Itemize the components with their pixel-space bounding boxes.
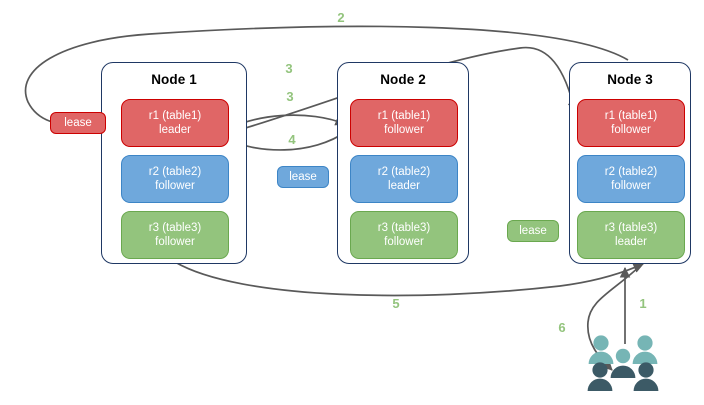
replica-name: r3 (table3) (148, 222, 202, 234)
replica-name: r1 (table1) (148, 110, 202, 122)
replica-role: follower (384, 124, 424, 136)
lease-label: lease (289, 170, 317, 183)
node-container-node1[interactable]: Node 1 r1 (table1) leader r2 (table2) fo… (101, 62, 247, 264)
replica-name: r1 (table1) (604, 110, 658, 122)
lease-badge-r3[interactable]: lease (507, 220, 559, 242)
step-label-3-node2: 3 (286, 89, 294, 104)
replica-name: r3 (table3) (604, 222, 658, 234)
replica-node2-r1[interactable]: r1 (table1) follower (350, 99, 458, 147)
replica-name: r2 (table2) (148, 166, 202, 178)
client-back-left (588, 335, 614, 364)
replica-node1-r2[interactable]: r2 (table2) follower (121, 155, 229, 203)
lease-badge-r1[interactable]: lease (50, 112, 106, 134)
replica-name: r1 (table1) (377, 110, 431, 122)
client-back-center (615, 348, 631, 364)
step-label-2: 2 (337, 10, 345, 25)
lease-label: lease (519, 224, 547, 237)
replica-role: follower (155, 236, 195, 248)
replica-name: r2 (table2) (604, 166, 658, 178)
replica-node3-r2[interactable]: r2 (table2) follower (577, 155, 685, 203)
step-label-3-node3: 3 (285, 61, 293, 76)
replica-role: follower (611, 180, 651, 192)
step-label-1: 1 (639, 296, 647, 311)
step-label-4: 4 (288, 132, 296, 147)
step-label-5: 5 (392, 296, 400, 311)
replica-node1-r3[interactable]: r3 (table3) follower (121, 211, 229, 259)
node-title-node2: Node 2 (380, 72, 426, 87)
client-front-right (633, 362, 659, 391)
arrow-step-5 (174, 261, 644, 297)
replica-role: leader (615, 236, 647, 248)
replica-role: leader (388, 180, 420, 192)
step-label-6: 6 (558, 320, 566, 335)
clients-icon (587, 335, 659, 391)
replica-node2-r2[interactable]: r2 (table2) leader (350, 155, 458, 203)
replica-node2-r3[interactable]: r3 (table3) follower (350, 211, 458, 259)
client-front-center (610, 365, 636, 378)
replica-role: leader (159, 124, 191, 136)
replica-node3-r1[interactable]: r1 (table1) follower (577, 99, 685, 147)
replica-role: follower (384, 236, 424, 248)
client-front-left (587, 362, 613, 391)
client-back-right (632, 335, 658, 364)
node-container-node2[interactable]: Node 2 r1 (table1) follower r2 (table2) … (337, 62, 469, 264)
replica-name: r3 (table3) (377, 222, 431, 234)
node-title-node1: Node 1 (151, 72, 197, 87)
replica-node1-r1[interactable]: r1 (table1) leader (121, 99, 229, 147)
replica-name: r2 (table2) (377, 166, 431, 178)
node-title-node3: Node 3 (607, 72, 653, 87)
replica-role: follower (155, 180, 195, 192)
node-container-node3[interactable]: Node 3 r1 (table1) follower r2 (table2) … (569, 62, 691, 264)
replica-node3-r3[interactable]: r3 (table3) leader (577, 211, 685, 259)
lease-label: lease (64, 116, 92, 129)
replica-role: follower (611, 124, 651, 136)
lease-badge-r2[interactable]: lease (277, 166, 329, 188)
